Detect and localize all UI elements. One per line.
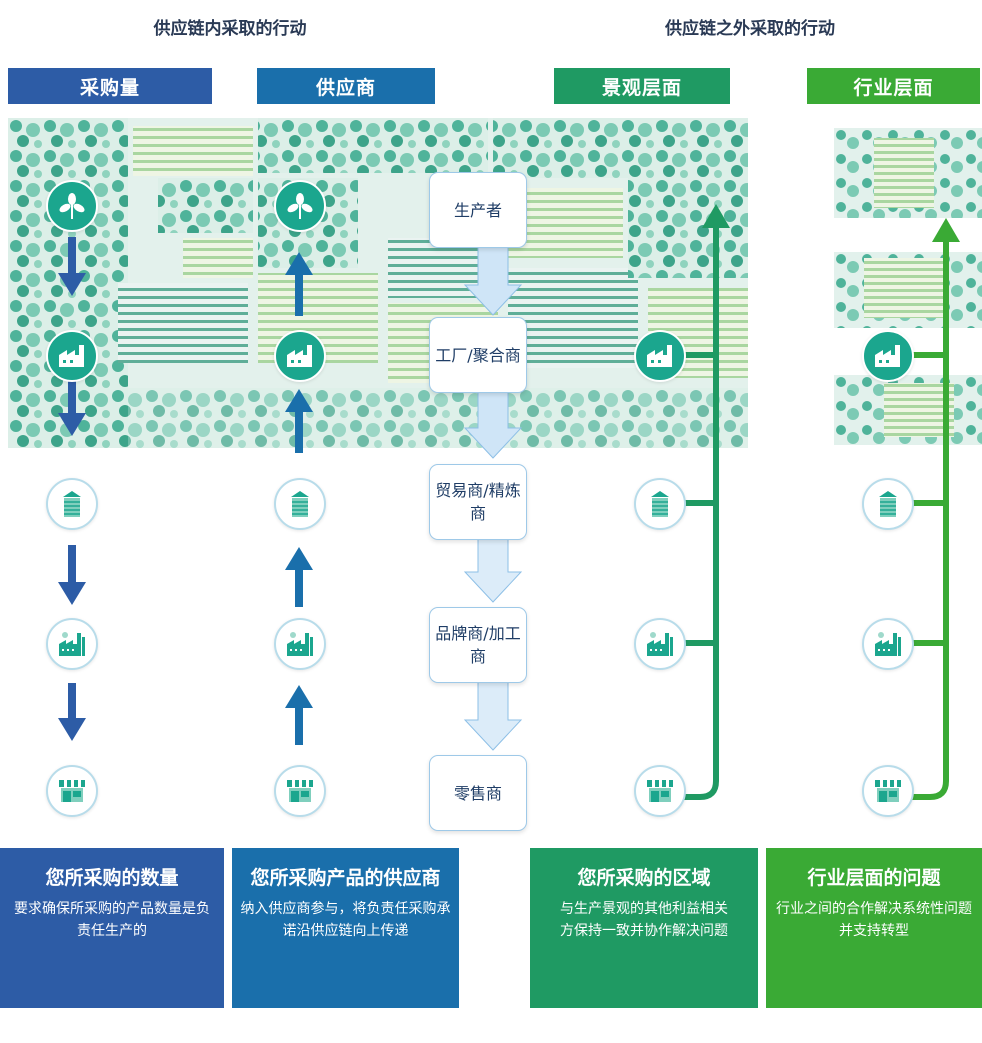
- sector-scene-bottom: [834, 375, 982, 445]
- store-icon: [634, 765, 686, 817]
- plant-factory-icon: [46, 618, 98, 670]
- factory-icon: [862, 330, 914, 382]
- store-icon: [46, 765, 98, 817]
- box-landscape-title: 您所采购的区域: [577, 867, 711, 889]
- stage-brand-processor: 品牌商/加工商: [429, 607, 527, 683]
- header-sector: 行业层面: [807, 68, 980, 104]
- section-title-within: 供应链内采取的行动: [153, 19, 307, 39]
- box-suppliers-title: 您所采购产品的供应商: [250, 867, 441, 889]
- plant-icon: [46, 180, 98, 232]
- box-suppliers: 您所采购产品的供应商 纳入供应商参与，将负责任采购承诺沿供应链向上传递: [232, 848, 459, 1008]
- box-sector: 行业层面的问题 行业之间的合作解决系统性问题并支持转型: [766, 848, 982, 1008]
- stage-factory-aggregator: 工厂/聚合商: [429, 317, 527, 393]
- sector-scene-middle: [834, 252, 982, 328]
- box-suppliers-desc: 纳入供应商参与，将负责任采购承诺沿供应链向上传递: [240, 901, 451, 939]
- landscape-illustration: [8, 118, 748, 448]
- plant-icon: [274, 180, 326, 232]
- plant-factory-icon: [274, 618, 326, 670]
- box-volume: 您所采购的数量 要求确保所采购的产品数量是负责任生产的: [0, 848, 224, 1008]
- plant-factory-icon: [634, 618, 686, 670]
- box-landscape-desc: 与生产景观的其他利益相关方保持一致并协作解决问题: [560, 901, 728, 939]
- silo-icon: [274, 478, 326, 530]
- silo-icon: [634, 478, 686, 530]
- header-volume: 采购量: [8, 68, 212, 104]
- silo-icon: [46, 478, 98, 530]
- stage-trader-refiner: 贸易商/精炼商: [429, 464, 527, 540]
- box-landscape: 您所采购的区域 与生产景观的其他利益相关方保持一致并协作解决问题: [530, 848, 758, 1008]
- section-title-beyond: 供应链之外采取的行动: [665, 19, 835, 39]
- header-suppliers: 供应商: [257, 68, 435, 104]
- factory-icon: [634, 330, 686, 382]
- box-volume-title: 您所采购的数量: [45, 867, 179, 889]
- factory-icon: [274, 330, 326, 382]
- box-sector-title: 行业层面的问题: [807, 867, 941, 889]
- factory-icon: [46, 330, 98, 382]
- store-icon: [274, 765, 326, 817]
- box-sector-desc: 行业之间的合作解决系统性问题并支持转型: [776, 901, 972, 939]
- plant-factory-icon: [862, 618, 914, 670]
- sector-scene-top: [834, 128, 982, 218]
- store-icon: [862, 765, 914, 817]
- box-volume-desc: 要求确保所采购的产品数量是负责任生产的: [14, 901, 210, 939]
- header-landscape: 景观层面: [554, 68, 730, 104]
- silo-icon: [862, 478, 914, 530]
- stage-producer: 生产者: [429, 172, 527, 248]
- stage-retailer: 零售商: [429, 755, 527, 831]
